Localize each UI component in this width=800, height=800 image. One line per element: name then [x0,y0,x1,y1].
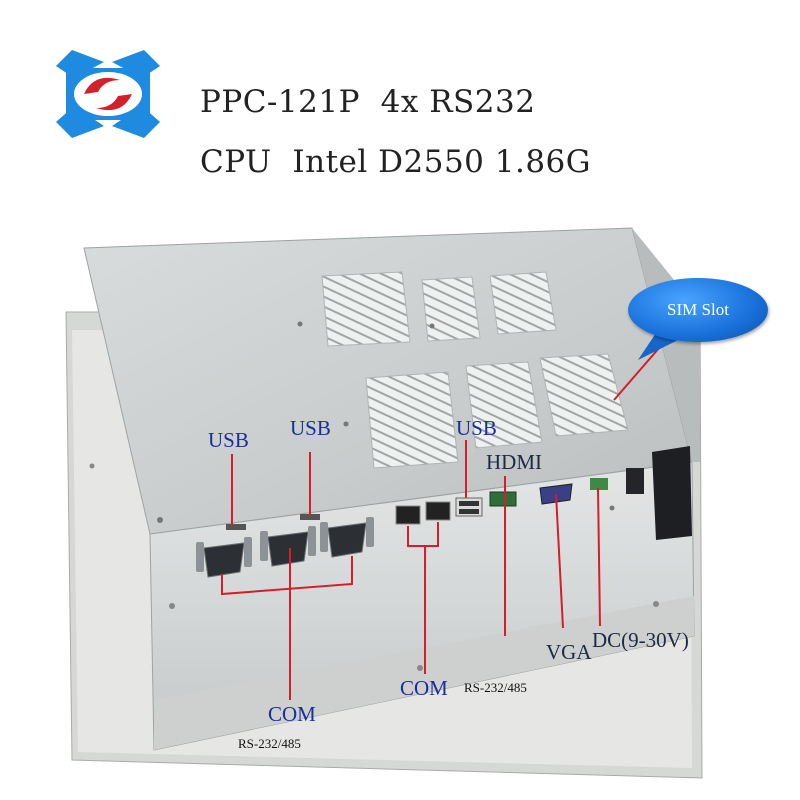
dc-label: DC(9-30V) [592,628,689,652]
logo-icon [56,50,160,138]
com-left-spec: RS-232/485 [238,736,301,751]
sim-slot-label: SIM Slot [628,278,768,342]
com-label-left: COM [268,702,316,726]
usb-label-1: USB [208,428,249,452]
usb-label-3: USB [456,416,497,440]
hdmi-label: HDMI [486,450,542,474]
com-mid-spec: RS-232/485 [464,680,527,695]
product-title: PPC-121P 4x RS232 [200,84,536,120]
vga-label: VGA [546,640,592,664]
com-label-mid: COM [400,676,448,700]
usb-label-2: USB [290,416,331,440]
brand-logo [48,44,168,144]
sim-slot-callout: SIM Slot [628,278,768,360]
cpu-spec: CPU Intel D2550 1.86G [200,144,592,180]
